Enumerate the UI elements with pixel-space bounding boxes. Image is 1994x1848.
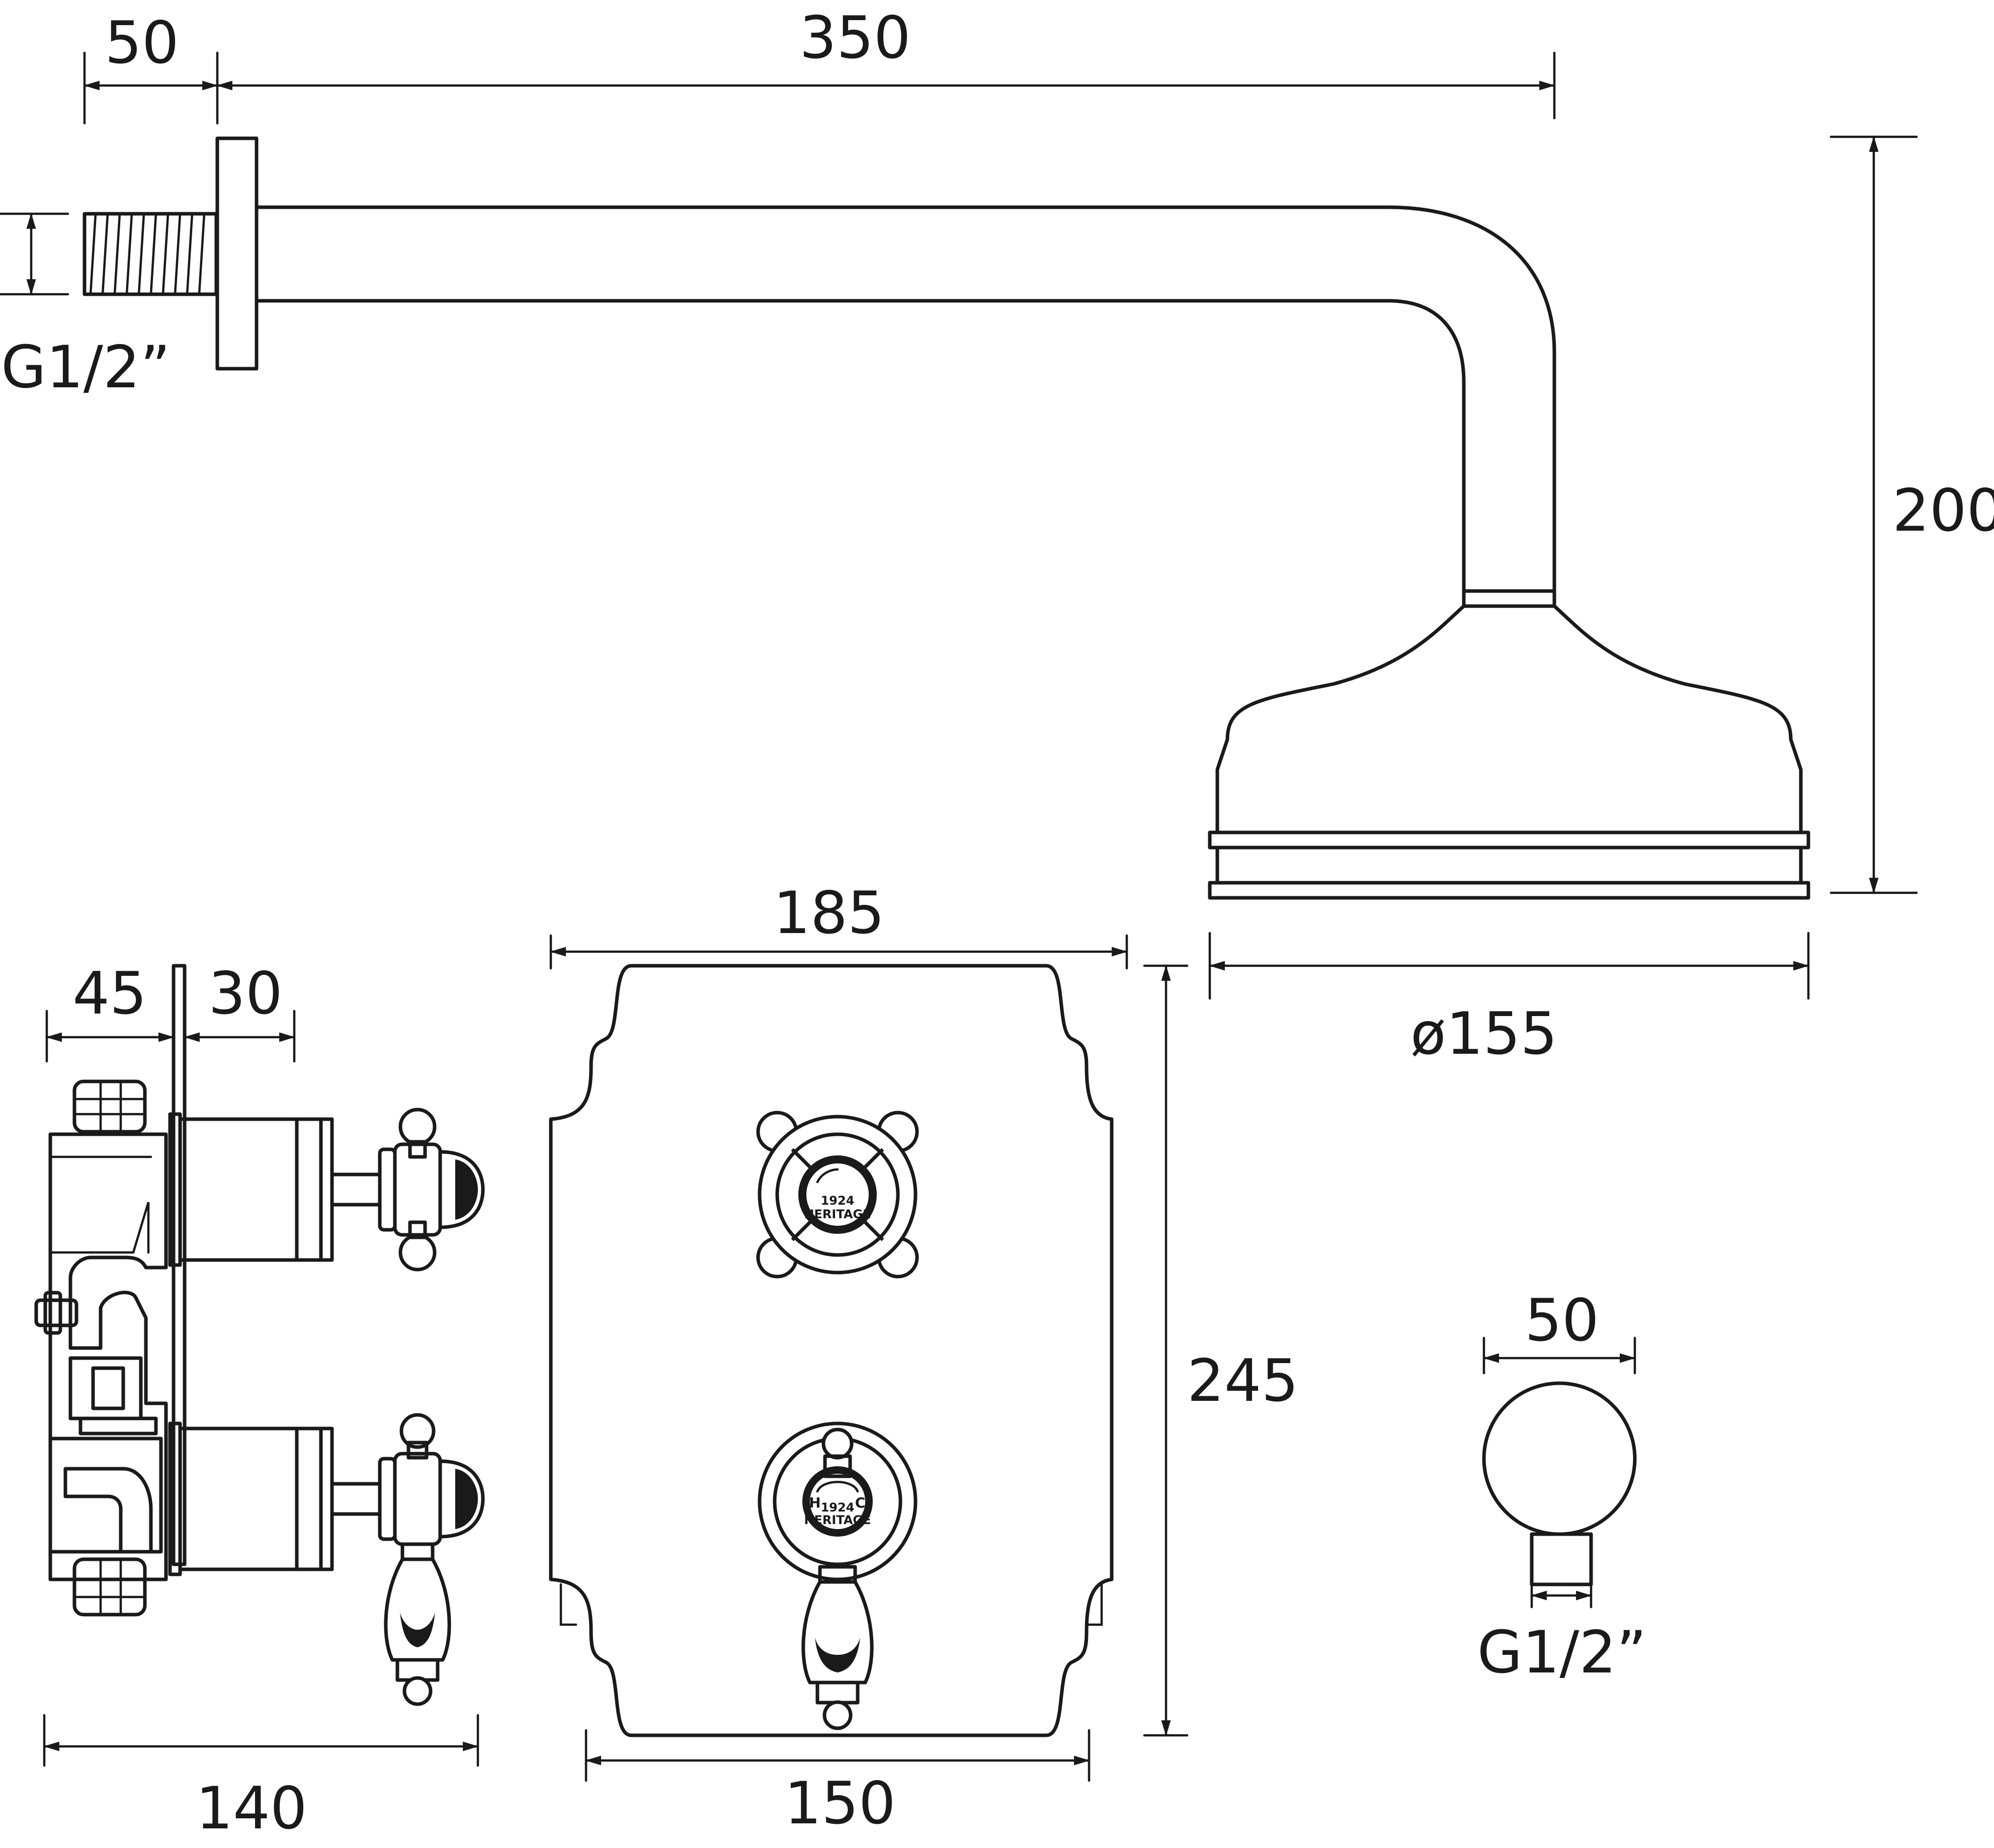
- dim-valve-depth-front-label: 30: [208, 960, 283, 1028]
- dim-outlet-elbow-diameter-label: 50: [1525, 1287, 1599, 1355]
- dim-valve-depth-front: 30: [183, 960, 296, 1063]
- dim-head-drop: 200: [1830, 135, 1994, 894]
- dim-plate-width-top-label: 185: [773, 879, 884, 947]
- dim-arm-wall-depth-label: 50: [105, 9, 179, 77]
- lever-brand: HERITAGE: [804, 1513, 871, 1527]
- dim-valve-total-depth-label: 140: [196, 1775, 307, 1842]
- outlet-elbow: [1482, 1381, 1637, 1586]
- lower-cartridge-side: [168, 1413, 485, 1706]
- shower-arm-assembly: [82, 136, 1810, 900]
- top-inlet-nut: [72, 1079, 147, 1134]
- dim-plate-width-top: 185: [549, 879, 1128, 970]
- dim-head-diameter: ø155: [1208, 932, 1810, 1068]
- shower-head: [1208, 589, 1810, 900]
- dim-head-diameter-label: ø155: [1410, 1000, 1557, 1068]
- valve-front-plate: 1924 HERITAGE H C 1924 HERITAGE: [549, 964, 1114, 1737]
- lever-cold-label: C: [855, 1494, 866, 1511]
- shower-arm: [255, 205, 1556, 593]
- lever-hot-label: H: [809, 1494, 820, 1511]
- mid-coupling: [68, 1356, 158, 1436]
- dim-arm-length-label: 350: [799, 4, 910, 72]
- wall-flange: [215, 136, 259, 371]
- dim-valve-depth-rear: 45: [45, 960, 175, 1063]
- cross-handle-front: 1924 HERITAGE: [756, 1111, 919, 1279]
- dim-plate-width-bottom: 150: [585, 1729, 1091, 1837]
- upper-cartridge-side: [168, 1108, 485, 1272]
- dim-outlet-elbow-thread-label: G1/2”: [1477, 1619, 1647, 1687]
- dim-arm-length: 350: [216, 4, 1556, 120]
- dim-valve-depth-rear-label: 45: [72, 960, 147, 1028]
- dim-valve-total-depth: 140: [43, 1714, 479, 1842]
- valve-body: [48, 1132, 168, 1581]
- dim-arm-wall-depth: 50: [83, 9, 219, 125]
- dim-outlet-elbow-thread: G1/2”: [1477, 1583, 1647, 1687]
- cross-handle-brand: HERITAGE: [804, 1207, 871, 1221]
- dim-outlet-elbow-diameter: 50: [1482, 1287, 1636, 1375]
- lever-year: 1924: [821, 1500, 855, 1515]
- lower-outlet: [48, 1437, 163, 1617]
- dim-plate-height: 245: [1143, 964, 1298, 1737]
- valve-side-view: [34, 964, 485, 1706]
- adjust-screw: [34, 1291, 78, 1335]
- threaded-inlet: [82, 212, 218, 296]
- dim-plate-width-bottom-label: 150: [784, 1770, 895, 1837]
- plate-outline: [549, 964, 1114, 1737]
- dim-inlet-thread: G1/2”: [0, 212, 171, 401]
- dim-plate-height-label: 245: [1187, 1347, 1298, 1415]
- lever-handle-front: H C 1924 HERITAGE: [758, 1421, 918, 1730]
- cross-handle-year: 1924: [821, 1194, 855, 1208]
- dim-head-drop-label: 200: [1892, 477, 1994, 545]
- dim-inlet-thread-label: G1/2”: [1, 333, 171, 401]
